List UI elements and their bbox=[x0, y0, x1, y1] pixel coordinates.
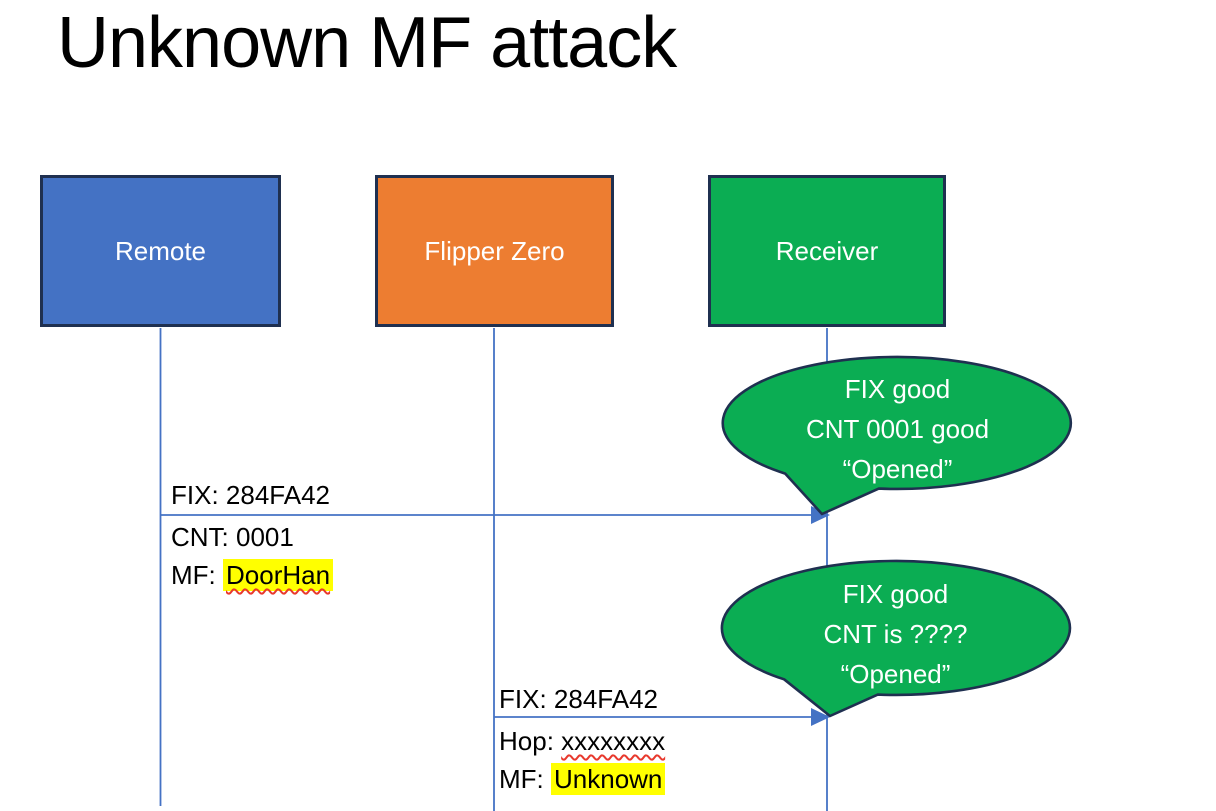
callout1-text: FIX good CNT 0001 good “Opened” bbox=[725, 369, 1070, 489]
callout2-line3: “Opened” bbox=[840, 659, 951, 689]
actor-label-flipper-zero: Flipper Zero bbox=[424, 235, 565, 266]
message2-hop-label: Hop: xxxxxxxx bbox=[499, 726, 665, 757]
callout1-bubble bbox=[721, 355, 1073, 516]
message2-mf-prefix: MF: bbox=[499, 764, 551, 794]
message2-mf-value-highlighted: Unknown bbox=[551, 763, 666, 795]
message1-arrowhead bbox=[811, 506, 830, 524]
actor-box-flipper-zero: Flipper Zero bbox=[375, 175, 614, 327]
message2-fix-label: FIX: 284FA42 bbox=[499, 684, 658, 714]
actor-label-remote: Remote bbox=[114, 235, 207, 266]
callout2-text: FIX good CNT is ???? “Opened” bbox=[723, 574, 1068, 694]
actor-box-receiver: Receiver bbox=[708, 175, 946, 327]
message1-mf-label: MF: DoorHan bbox=[171, 559, 334, 591]
message1-mf-prefix: MF: bbox=[171, 560, 223, 590]
callout1-line3: “Opened” bbox=[842, 454, 953, 484]
actor-label-receiver: Receiver bbox=[775, 235, 879, 266]
callout2-line2: CNT is ???? bbox=[823, 619, 968, 649]
message1-fix-label: FIX: 284FA42 bbox=[171, 480, 330, 510]
message1-cnt-label: CNT: 0001 bbox=[171, 522, 294, 552]
callout1-line2: CNT 0001 good bbox=[805, 414, 990, 444]
message2-hop-prefix: Hop: bbox=[499, 726, 562, 756]
actor-box-remote: Remote bbox=[40, 175, 281, 327]
slide-title: Unknown MF attack bbox=[57, 3, 677, 83]
message2-mf-label: MF: Unknown bbox=[499, 763, 666, 795]
callout1-line1: FIX good bbox=[844, 374, 951, 404]
callout2-line1: FIX good bbox=[842, 579, 949, 609]
message1-mf-value-highlighted: DoorHan bbox=[223, 559, 334, 591]
message2-arrowhead bbox=[811, 708, 830, 726]
message2-hop-value: xxxxxxxx bbox=[561, 726, 666, 756]
callout2-bubble bbox=[720, 559, 1072, 718]
